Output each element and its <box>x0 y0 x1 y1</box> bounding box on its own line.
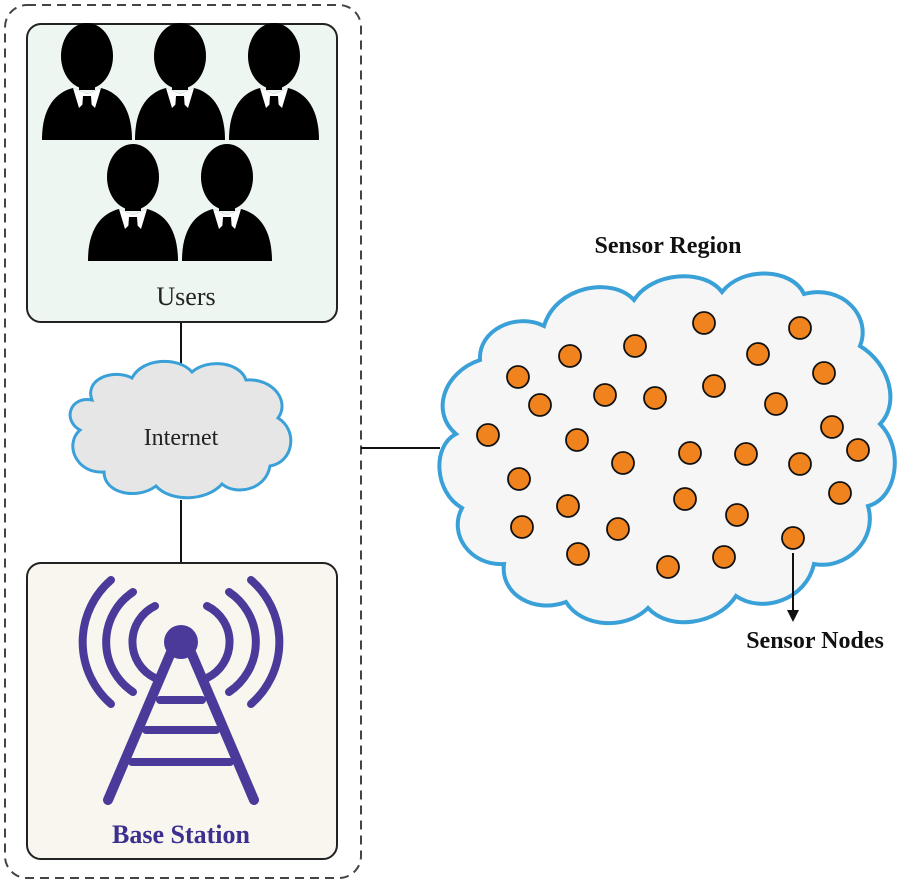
sensor-node-icon <box>746 342 770 366</box>
sensor-node-icon <box>623 334 647 358</box>
sensor-node-icon <box>673 487 697 511</box>
sensor-region-label: Sensor Region <box>595 233 742 259</box>
sensor-nodes-group <box>476 311 870 579</box>
sensor-node-icon <box>788 316 812 340</box>
sensor-node-icon <box>565 428 589 452</box>
sensor-node-icon <box>725 503 749 527</box>
sensor-node-icon <box>606 517 630 541</box>
sensor-node-icon <box>566 542 590 566</box>
sensor-node-icon <box>593 383 617 407</box>
users-label: Users <box>156 282 215 311</box>
sensor-node-icon <box>656 555 680 579</box>
sensor-node-icon <box>510 515 534 539</box>
base-station-panel <box>26 562 338 860</box>
sensor-region-cloud <box>437 271 897 626</box>
sensor-node-icon <box>828 481 852 505</box>
sensor-node-icon <box>692 311 716 335</box>
sensor-node-icon <box>846 438 870 462</box>
sensor-node-icon <box>812 361 836 385</box>
sensor-nodes-label: Sensor Nodes <box>746 628 884 654</box>
sensor-node-icon <box>764 392 788 416</box>
cloud-icon <box>68 359 293 500</box>
sensor-node-icon <box>781 526 805 550</box>
sensor-node-icon <box>556 494 580 518</box>
sensor-node-icon <box>712 545 736 569</box>
sensor-node-icon <box>820 415 844 439</box>
sensor-node-icon <box>528 393 552 417</box>
internet-label: Internet <box>144 425 219 451</box>
sensor-node-icon <box>643 386 667 410</box>
sensor-node-icon <box>507 467 531 491</box>
base-station-label: Base Station <box>112 820 251 849</box>
radio-tower-icon <box>78 576 284 805</box>
sensor-node-icon <box>788 452 812 476</box>
sensor-node-icon <box>678 441 702 465</box>
sensor-node-icon <box>734 442 758 466</box>
sensor-node-icon <box>702 374 726 398</box>
sensor-node-icon <box>476 423 500 447</box>
arrow-head-icon <box>787 610 799 622</box>
sensor-node-icon <box>558 344 582 368</box>
left-group-border <box>4 4 362 879</box>
sensor-node-icon <box>506 365 530 389</box>
sensor-node-icon <box>611 451 635 475</box>
